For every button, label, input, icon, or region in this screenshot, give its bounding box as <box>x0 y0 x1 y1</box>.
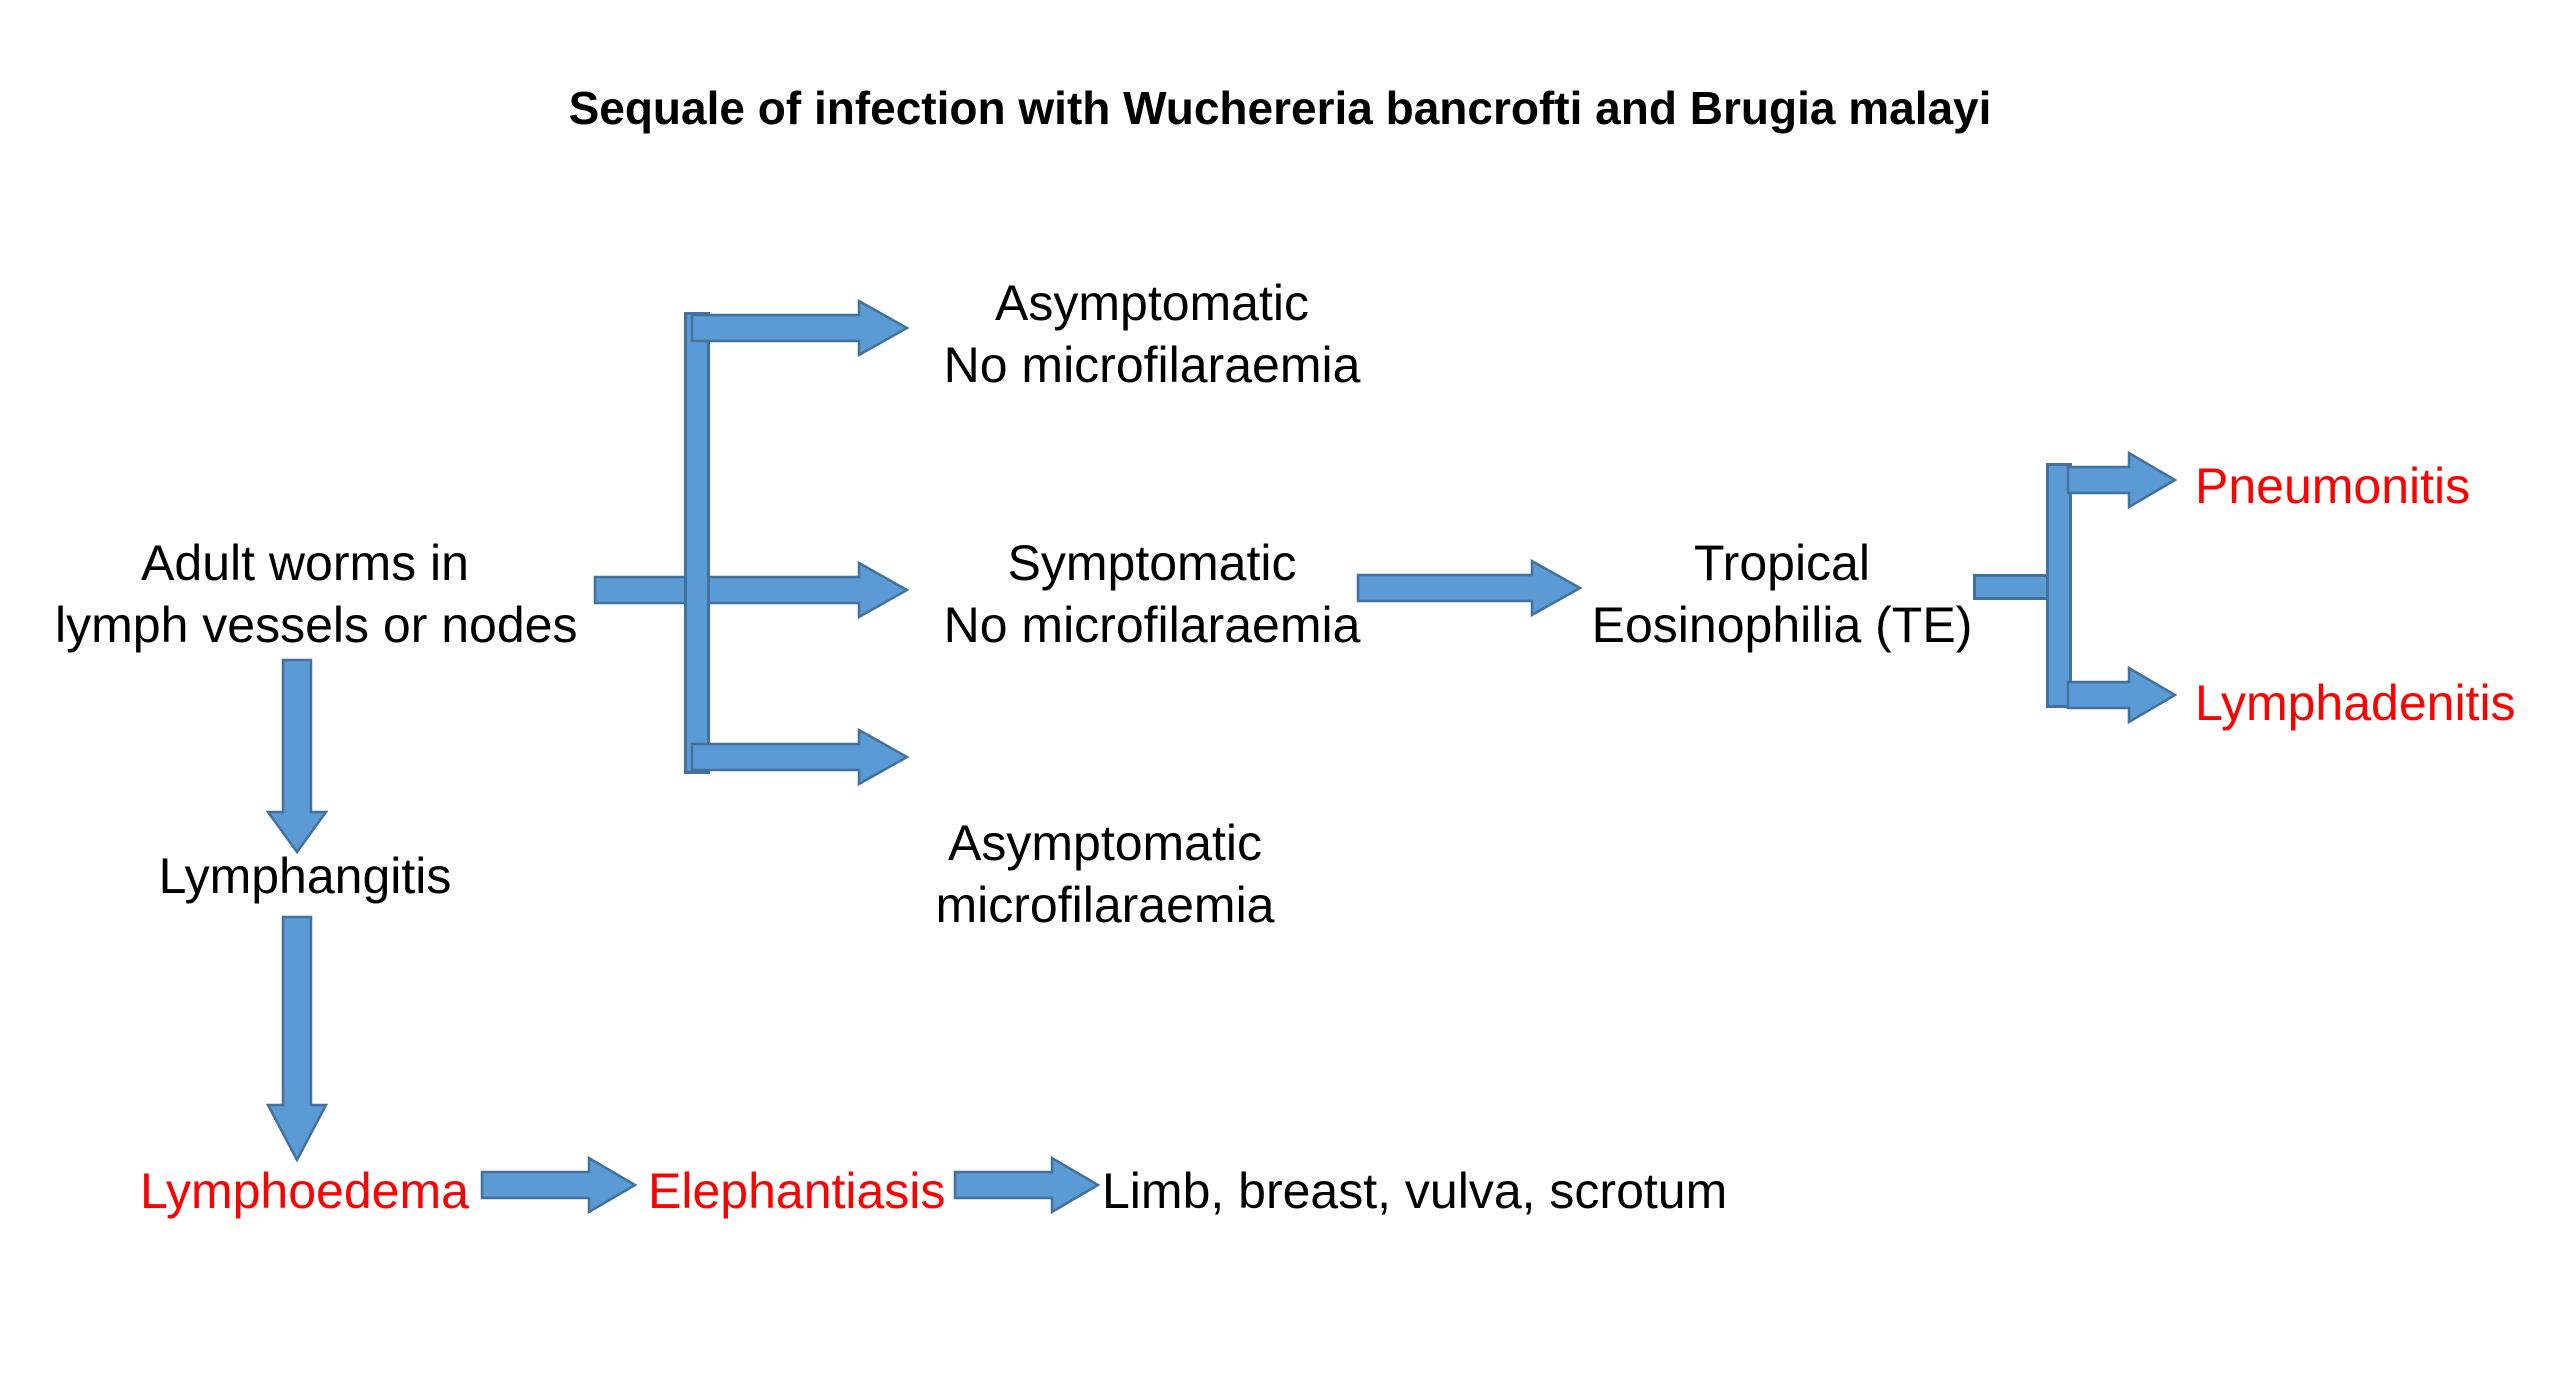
arrow-elephantiasis-to-sites <box>953 1155 1101 1215</box>
arrow-symptomatic-to-tropical-eosinophilia <box>1356 558 1583 618</box>
node-adult-worms-line1: Adult worms in <box>141 535 469 591</box>
node-asymptomatic-microfilaraemia: Asymptomatic microfilaraemia <box>855 812 1355 936</box>
node-symptomatic-no-mf-line1: Symptomatic <box>1007 535 1297 591</box>
arrow-branch-to-asymptomatic-no-mf <box>690 298 910 358</box>
node-asymptomatic-no-mf-line1: Asymptomatic <box>995 275 1309 331</box>
branch-bar-left <box>684 312 710 774</box>
node-symptomatic-no-microfilaraemia: Symptomatic No microfilaraemia <box>902 532 1402 656</box>
node-lymphangitis: Lymphangitis <box>158 848 452 904</box>
arrow-lymphangitis-to-lymphoedema <box>265 915 329 1163</box>
node-elephantiasis: Elephantiasis <box>648 1163 946 1219</box>
node-asymptomatic-no-microfilaraemia: Asymptomatic No microfilaraemia <box>902 272 1402 396</box>
connector-te-to-branch <box>1973 574 2050 600</box>
node-tropical-eosinophilia-line1: Tropical <box>1694 535 1870 591</box>
node-tropical-eosinophilia: Tropical Eosinophilia (TE) <box>1532 532 2032 656</box>
arrow-branch-to-asymptomatic-mf <box>690 727 910 787</box>
node-pneumonitis: Pneumonitis <box>2195 458 2471 514</box>
node-asymptomatic-mf-line1: Asymptomatic <box>948 815 1262 871</box>
arrow-branch-to-lymphadenitis <box>2066 665 2178 725</box>
node-sequelae-sites: Limb, breast, vulva, scrotum <box>1102 1163 1728 1219</box>
arrow-adult-worms-to-lymphangitis <box>265 658 329 855</box>
node-lymphadenitis: Lymphadenitis <box>2195 675 2516 731</box>
node-adult-worms-line2: lymph vessels or nodes <box>55 597 578 653</box>
arrow-branch-to-pneumonitis <box>2066 450 2178 510</box>
node-tropical-eosinophilia-line2: Eosinophilia (TE) <box>1591 597 1973 653</box>
node-asymptomatic-no-mf-line2: No microfilaraemia <box>943 337 1361 393</box>
node-lymphoedema: Lymphoedema <box>140 1163 469 1219</box>
node-symptomatic-no-mf-line2: No microfilaraemia <box>943 597 1361 653</box>
arrow-lymphoedema-to-elephantiasis <box>480 1155 638 1215</box>
node-adult-worms: Adult worms in lymph vessels or nodes <box>55 532 578 656</box>
diagram-title: Sequale of infection with Wuchereria ban… <box>568 82 1992 134</box>
arrow-adult-worms-to-symptomatic <box>593 560 910 620</box>
node-asymptomatic-mf-line2: microfilaraemia <box>935 877 1275 933</box>
branch-bar-right <box>2046 463 2072 708</box>
